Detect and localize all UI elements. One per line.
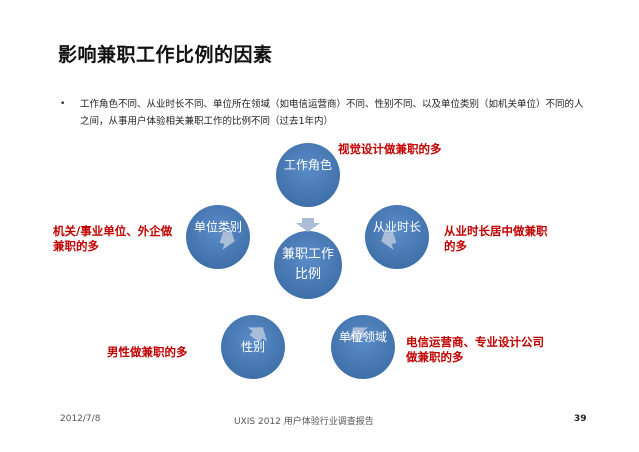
arrow-icon [247,327,268,343]
circle-tenure [365,205,429,269]
factor-label-work-role: 工作角色 [284,158,333,172]
note-gender: 男性做兼职的多 [107,345,188,359]
page-number: 39 [574,414,587,424]
arrow-icon [296,218,320,232]
factor-label-domain: 单位领域 [339,330,388,344]
arrow-icon [348,327,369,343]
footer-report-title: UXIS 2012 用户体验行业调查报告 [234,417,374,427]
note-work-role: 视觉设计做兼职的多 [338,142,442,156]
footer-date: 2012/7/8 [60,414,101,424]
bullet-icon: • [60,99,66,109]
arrow-icon [219,227,235,250]
note-domain: 电信运营商、专业设计公司做兼职的多 [406,335,544,364]
arrow-icon [381,227,397,250]
circle-work-role [276,143,340,207]
center-label: 兼职工作比例 [281,247,334,282]
note-tenure: 从业时长居中做兼职的多 [444,224,548,253]
slide-title: 影响兼职工作比例的因素 [58,44,273,66]
note-org-type: 机关/事业单位、外企做兼职的多 [53,224,173,253]
factor-label-tenure: 从业时长 [373,220,422,234]
circle-org-type [186,205,250,269]
factor-label-gender: 性别 [240,340,265,354]
bullet-text: 工作角色不同、从业时长不同、单位所在领域（如电信运营商）不同、性别不同、以及单位… [80,99,584,127]
circle-center [274,231,342,299]
circle-domain [331,315,395,379]
factor-label-org-type: 单位类别 [194,220,243,234]
circle-gender [221,315,285,379]
